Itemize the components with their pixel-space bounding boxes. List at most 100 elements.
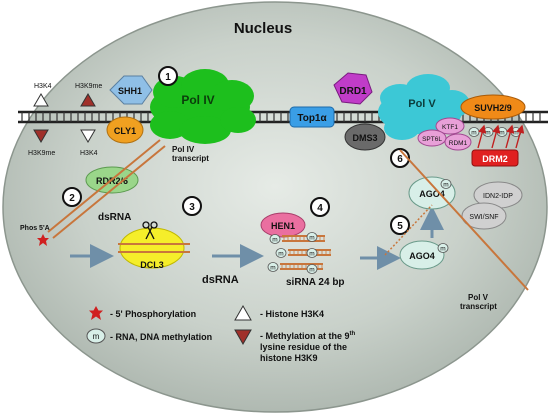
h3k9me-up-triangle-icon — [80, 93, 96, 107]
svg-text:4: 4 — [317, 203, 323, 214]
drd1-shape — [333, 72, 373, 105]
legend-methyl-text: - RNA, DNA methylation — [110, 332, 212, 342]
top1a-label: Top1α — [297, 113, 327, 124]
legend-h3k4-text: - Histone H3K4 — [260, 309, 324, 319]
legend-methyl-icon — [86, 328, 106, 344]
step-circle-3: 3 — [182, 196, 202, 216]
methylation-arrow — [515, 124, 525, 149]
ago4-bottom-label: AGO4 — [409, 251, 435, 261]
dms3-shape — [344, 123, 386, 151]
rdm1-shape — [444, 133, 472, 151]
pol4-complex — [150, 69, 256, 144]
svg-text:m: m — [485, 130, 490, 137]
h3k4-up-triangle-icon — [33, 93, 49, 107]
suvh-shape — [460, 94, 526, 120]
methylation-marks: m m m m m m m m m — [306, 124, 525, 274]
sirna-duplex: m — [269, 234, 325, 244]
nucleus-title: Nucleus — [234, 20, 292, 37]
scissors-icon — [142, 221, 158, 240]
svg-text:3: 3 — [189, 202, 195, 213]
legend-h3k9-triangle-icon — [234, 329, 252, 346]
clsy1-shape — [106, 116, 144, 144]
svg-text:m: m — [278, 251, 283, 258]
svg-text:m: m — [440, 246, 445, 253]
h3k9me-down-triangle-icon — [33, 129, 49, 143]
dcl3-dsrna — [118, 243, 190, 253]
sirna-duplex: m — [267, 262, 323, 272]
svg-text:2: 2 — [69, 193, 75, 204]
legend-h3k9-line2: lysine residue of the — [260, 342, 347, 352]
h3k4-bottom-label: H3K4 — [80, 150, 98, 157]
drm2-shape — [471, 149, 519, 167]
pol5-label: Pol V — [408, 98, 436, 110]
svg-text:m: m — [443, 182, 448, 189]
h3k4-down-triangle-icon — [80, 129, 96, 143]
step-circle-1: 1 — [158, 66, 178, 86]
shh1-label: SHH1 — [118, 86, 142, 96]
swi-snf-shape — [461, 202, 507, 230]
hen1-label: HEN1 — [271, 221, 295, 231]
methylation-arrow — [491, 124, 501, 149]
methylation-arrow — [477, 124, 487, 149]
methylation-arrow — [505, 124, 515, 149]
methyl-mark: m — [306, 264, 318, 274]
svg-text:m: m — [270, 265, 275, 272]
drd1-label: DRD1 — [339, 86, 367, 97]
legend-phos-text: - 5' Phosphorylation — [110, 309, 196, 319]
methyl-mark: m — [437, 243, 449, 253]
dcl3-label: DCL3 — [140, 260, 164, 270]
step-circle-5: 5 — [390, 215, 410, 235]
legend: - 5' Phosphorylation m - RNA, DNA methyl… — [86, 304, 356, 363]
legend-methyl-m: m — [93, 332, 100, 341]
dms3-label: DMS3 — [352, 133, 377, 143]
legend-h3k9-line1: - Methylation at the 9th — [260, 331, 356, 341]
svg-text:5: 5 — [397, 221, 403, 232]
dsrna-label-center: dsRNA — [202, 274, 239, 286]
ago4-bottom-shape — [399, 240, 445, 270]
h3k9me-bottom-label: H3K9me — [28, 150, 55, 157]
h3k4-top-label: H3K4 — [34, 83, 52, 90]
pol5-transcript-rna — [384, 149, 529, 291]
methyl-mark: m — [496, 127, 508, 137]
drm2-label: DRM2 — [482, 154, 508, 164]
methyl-mark: m — [482, 127, 494, 137]
shh1-shape — [109, 75, 153, 105]
idn2-label: IDN2-IDP — [483, 193, 513, 200]
step-circle-2: 2 — [62, 187, 82, 207]
svg-text:m: m — [309, 251, 314, 258]
rdr-label: RDR2/6 — [96, 176, 128, 186]
ktf1-shape — [435, 117, 465, 135]
svg-text:m: m — [272, 237, 277, 244]
legend-phos-star-icon — [89, 306, 103, 320]
svg-text:1: 1 — [165, 72, 171, 83]
clsy1-label: CLY1 — [114, 126, 136, 136]
pol4-transcript-rna — [47, 139, 166, 239]
ktf1-label: KTF1 — [442, 124, 458, 131]
swi-snf-label: SWI/SNF — [469, 214, 498, 221]
dsrna-label-left: dsRNA — [98, 212, 131, 223]
svg-text:6: 6 — [397, 154, 403, 165]
svg-text:m: m — [513, 130, 518, 137]
phosphorylation-star-icon — [37, 234, 49, 246]
methyl-mark: m — [468, 127, 480, 137]
legend-h3k4-triangle-icon — [234, 304, 252, 321]
svg-text:m: m — [471, 130, 476, 137]
spt6l-shape — [417, 129, 447, 147]
rdm1-label: RDM1 — [449, 140, 468, 147]
sirna-label: siRNA 24 bp — [286, 277, 345, 288]
spt6l-label: SPT6L — [422, 136, 442, 143]
ago4-top-label: AGO4 — [419, 189, 445, 199]
h3k9me-top-label: H3K9me — [75, 83, 102, 90]
svg-text:m: m — [499, 130, 504, 137]
legend-h3k9-line3: histone H3K9 — [260, 353, 318, 363]
svg-text:m: m — [309, 267, 314, 274]
methyl-mark: m — [306, 248, 318, 258]
pol4-label: Pol IV — [181, 93, 214, 107]
methyl-mark: m — [440, 179, 452, 189]
svg-text:m: m — [309, 235, 314, 242]
methyl-mark: m — [306, 232, 318, 242]
